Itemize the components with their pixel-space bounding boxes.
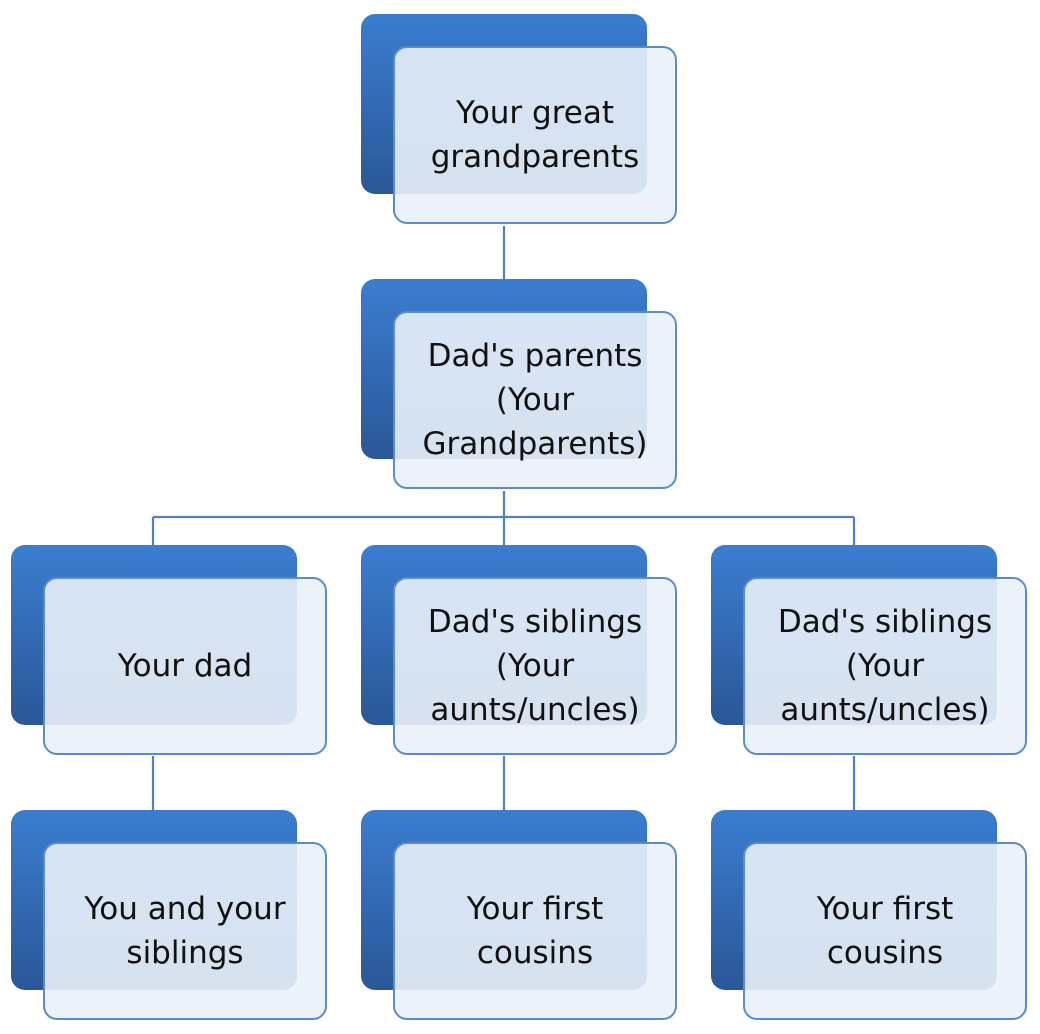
node-label: Dad's siblings (Your aunts/uncles) [427,604,643,728]
node-label: Dad's parents (Your Grandparents) [422,338,648,462]
node-label: Your dad [117,648,253,684]
node-you-and-your-siblings: You and your siblings [11,810,331,1024]
node-label-panel: Your first cousins [743,842,1027,1020]
node-first-cousins-1: Your first cousins [361,810,681,1024]
node-label-panel: Your great grandparents [393,46,677,224]
node-great-grandparents: Your great grandparents [361,14,681,228]
node-label-panel: Dad's parents (Your Grandparents) [393,311,677,489]
node-dads-parents: Dad's parents (Your Grandparents) [361,279,681,493]
node-your-dad: Your dad [11,545,331,759]
node-label: Your great grandparents [430,95,640,175]
node-dads-siblings-1: Dad's siblings (Your aunts/uncles) [361,545,681,759]
node-label: Your first cousins [466,891,604,971]
node-label: You and your siblings [84,891,286,971]
node-first-cousins-2: Your first cousins [711,810,1031,1024]
node-label-panel: Dad's siblings (Your aunts/uncles) [743,577,1027,755]
node-label-panel: Your dad [43,577,327,755]
node-label: Your first cousins [816,891,954,971]
node-label-panel: Dad's siblings (Your aunts/uncles) [393,577,677,755]
node-label-panel: Your first cousins [393,842,677,1020]
node-dads-siblings-2: Dad's siblings (Your aunts/uncles) [711,545,1031,759]
node-label: Dad's siblings (Your aunts/uncles) [777,604,993,728]
node-label-panel: You and your siblings [43,842,327,1020]
